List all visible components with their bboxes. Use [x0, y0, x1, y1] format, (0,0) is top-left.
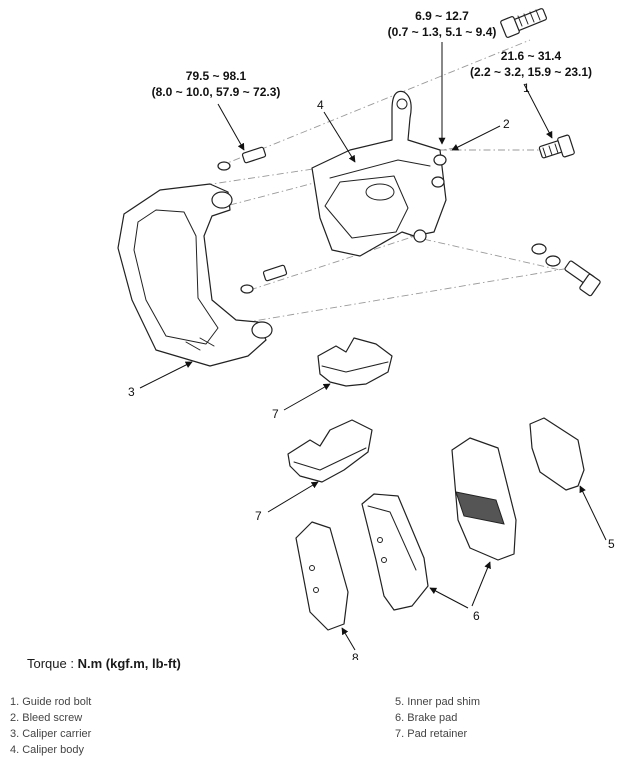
caliper-body [311, 90, 447, 257]
torque-conversion: (2.2 ~ 3.2, 15.9 ~ 23.1) [470, 65, 592, 79]
callout-number: 8 [352, 651, 359, 660]
callout-7-lower: 7 [255, 481, 319, 523]
legend-item: 5. Inner pad shim [395, 696, 480, 708]
torque-note-units: N.m (kgf.m, lb-ft) [77, 656, 181, 671]
callout-7-upper: 7 [272, 383, 331, 421]
callout-number: 1 [523, 81, 530, 95]
callout-6: 6 [429, 561, 491, 623]
bleed-screw-bolt [500, 8, 548, 38]
torque-units-note: Torque : N.m (kgf.m, lb-ft) [27, 656, 181, 671]
brake-pad-inner [361, 493, 429, 611]
torque-note-label: Torque : [27, 656, 78, 671]
callout-4: 4 [317, 98, 356, 163]
legend-item: 2. Bleed screw [10, 712, 83, 724]
legend-item: 4. Caliper body [10, 744, 84, 756]
torque-value: 21.6 ~ 31.4 [501, 49, 562, 63]
torque-spec-bleed-screw: 6.9 ~ 12.7 (0.7 ~ 1.3, 5.1 ~ 9.4) [388, 9, 497, 39]
callout-1: 1 [523, 81, 530, 95]
callout-8: 8 [341, 627, 359, 660]
exploded-caliper-diagram: 6.9 ~ 12.7 (0.7 ~ 1.3, 5.1 ~ 9.4) 21.6 ~… [117, 8, 615, 660]
legend-item: 3. Caliper carrier [10, 728, 92, 740]
torque-conversion: (8.0 ~ 10.0, 57.9 ~ 72.3) [152, 85, 281, 99]
pad-shim-outer [295, 521, 349, 631]
brake-pad-outer [451, 437, 517, 561]
caliper-carrier [117, 183, 273, 367]
legend-item: 1. Guide rod bolt [10, 696, 92, 708]
torque-leader-arrows [217, 42, 553, 151]
inner-pad-shim [529, 417, 585, 491]
callout-number: 7 [272, 407, 279, 421]
torque-spec-carrier-bolt: 79.5 ~ 98.1 (8.0 ~ 10.0, 57.9 ~ 72.3) [152, 69, 281, 99]
guide-rod-bolt-washers [531, 243, 601, 297]
parts-legend-right: 5. Inner pad shim 6. Brake pad 7. Pad re… [395, 694, 480, 742]
callout-2: 2 [451, 117, 510, 151]
parts-legend-left: 1. Guide rod bolt 2. Bleed screw 3. Cali… [10, 694, 91, 758]
callout-number: 6 [473, 609, 480, 623]
guide-bolts-left [217, 146, 288, 294]
pad-retainer-upper [317, 337, 393, 387]
callout-3: 3 [128, 361, 193, 399]
legend-item: 6. Brake pad [395, 712, 458, 724]
torque-value: 79.5 ~ 98.1 [186, 69, 247, 83]
torque-spec-guide-rod-bolt: 21.6 ~ 31.4 (2.2 ~ 3.2, 15.9 ~ 23.1) [470, 49, 592, 79]
callout-number: 2 [503, 117, 510, 131]
callout-number: 3 [128, 385, 135, 399]
torque-conversion: (0.7 ~ 1.3, 5.1 ~ 9.4) [388, 25, 497, 39]
callout-number: 5 [608, 537, 615, 551]
pad-retainer-lower [287, 419, 373, 483]
callout-number: 7 [255, 509, 262, 523]
callout-5: 5 [579, 485, 615, 551]
guide-rod-bolt-right [538, 134, 575, 159]
torque-value: 6.9 ~ 12.7 [415, 9, 469, 23]
legend-item: 7. Pad retainer [395, 728, 468, 740]
callout-number: 4 [317, 98, 324, 112]
